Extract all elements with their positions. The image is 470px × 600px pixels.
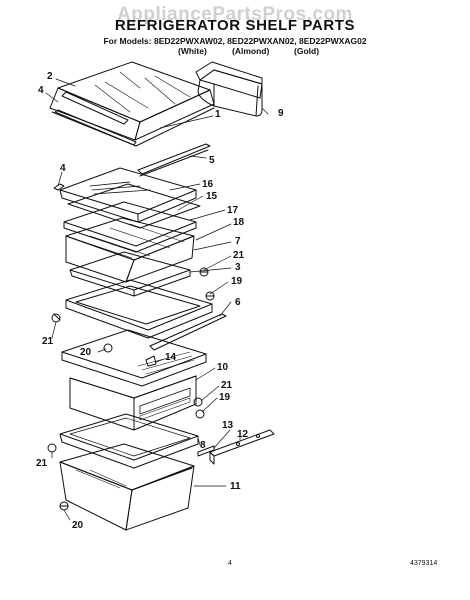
callout-19a: 19 — [231, 276, 243, 287]
callout-3: 3 — [235, 262, 241, 273]
fastener-21-lower — [47, 443, 57, 453]
callout-18: 18 — [233, 217, 245, 228]
callout-7: 7 — [235, 236, 241, 247]
lower-shelf-8 — [59, 413, 199, 469]
callout-1: 1 — [215, 109, 221, 120]
fastener-14 — [145, 355, 157, 367]
model-list: For Models: 8ED22PWXAW02, 8ED22PWXAN02, … — [103, 36, 367, 46]
leader-lines — [45, 78, 269, 521]
hinge-bracket-12 — [209, 429, 275, 465]
callout-21a: 21 — [233, 250, 245, 261]
crisper-drawer-11 — [59, 443, 195, 531]
door-bin — [195, 61, 263, 117]
callout-21c: 21 — [221, 380, 233, 391]
page-number: 4 — [228, 560, 232, 567]
callout-16: 16 — [202, 179, 214, 190]
callout-21b: 21 — [42, 336, 54, 347]
callout-4a: 4 — [38, 85, 44, 96]
callout-14: 14 — [165, 352, 177, 363]
glass-shelf-middle — [53, 167, 197, 223]
callout-8: 8 — [200, 440, 206, 451]
shelf-rail-5 — [137, 143, 211, 177]
callout-4b: 4 — [60, 163, 66, 174]
drawer-cover — [61, 329, 207, 387]
callout-17: 17 — [227, 205, 239, 216]
fastener-21-right — [199, 267, 209, 277]
crisper-pan-18 — [65, 217, 195, 283]
part-number: 4379314 — [410, 560, 438, 567]
callout-5: 5 — [209, 155, 215, 166]
callout-10: 10 — [217, 362, 229, 373]
callout-9: 9 — [278, 108, 284, 119]
color-gold: (Gold) — [294, 46, 320, 56]
glass-shelf-top — [49, 61, 215, 147]
shelf-rail-6 — [149, 313, 227, 351]
crisper-cover-17 — [63, 201, 197, 253]
callout-20b: 20 — [72, 520, 84, 531]
fastener-21-left — [51, 313, 61, 323]
callout-20a: 20 — [80, 347, 92, 358]
callout-12: 12 — [237, 429, 249, 440]
screw-13 — [197, 445, 215, 457]
callout-13: 13 — [222, 420, 234, 431]
fastener-21-mid — [193, 397, 203, 407]
shelf-frame-glass — [65, 279, 213, 339]
shelf-rail-top — [54, 91, 137, 146]
page-title: REFRIGERATOR SHELF PARTS — [114, 17, 356, 34]
color-white: (White) — [178, 46, 207, 56]
meat-drawer-10 — [69, 351, 197, 431]
color-almond: (Almond) — [232, 46, 270, 56]
fastener-20-upper — [103, 343, 113, 353]
watermark: AppliancePartsPros.com — [117, 4, 353, 25]
callout-2: 2 — [47, 71, 53, 82]
callout-19b: 19 — [219, 392, 231, 403]
callout-6: 6 — [235, 297, 241, 308]
shelf-3 — [69, 251, 191, 297]
callout-11: 11 — [230, 481, 241, 492]
fastener-19-lower — [195, 409, 205, 419]
fastener-20-lower — [59, 501, 69, 511]
fastener-19-upper — [205, 291, 215, 301]
callout-15: 15 — [206, 191, 218, 202]
callout-21d: 21 — [36, 458, 48, 469]
